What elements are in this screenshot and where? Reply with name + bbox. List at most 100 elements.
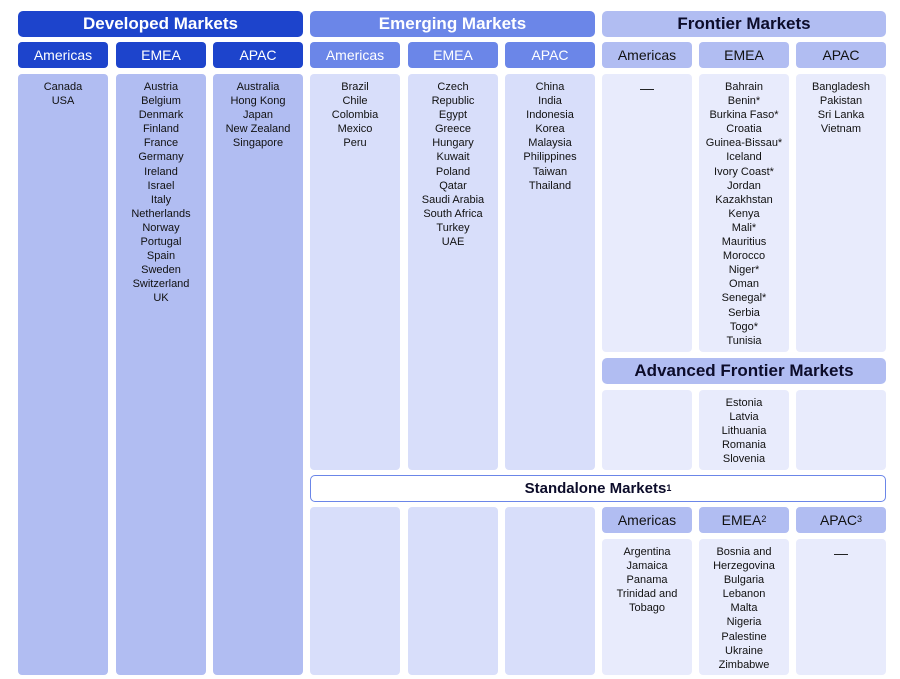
market-name: Benin* (727, 95, 761, 108)
frontier-markets-header: Frontier Markets (602, 11, 886, 37)
market-name: Kazakhstan (715, 193, 773, 206)
market-name: Bahrain (725, 81, 763, 93)
market-name: Chile (342, 95, 368, 108)
market-name: Taiwan (532, 165, 568, 178)
market-name: China (535, 81, 565, 93)
market-name: Mali* (731, 221, 757, 234)
market-name: Lithuania (721, 425, 767, 438)
advanced-frontier-americas-cell (602, 390, 692, 470)
market-name: Canada (43, 81, 83, 93)
market-name: Togo* (729, 320, 759, 333)
developed-apac-header: APAC (213, 42, 303, 68)
market-name: Tobago (628, 602, 666, 615)
frontier-apac-header: APAC (796, 42, 886, 68)
emerging-americas-header: Americas (310, 42, 400, 68)
frontier-americas-header: Americas (602, 42, 692, 68)
developed-markets-header: Developed Markets (18, 11, 303, 37)
market-name: Denmark (138, 109, 184, 122)
market-name: Pakistan (819, 95, 863, 108)
market-name: Germany (138, 151, 184, 164)
market-name: Malaysia (528, 137, 572, 150)
market-name: Guinea-Bissau* (705, 137, 783, 150)
market-name: Bulgaria (723, 574, 765, 587)
standalone-empty-cell (505, 507, 595, 675)
market-name: Croatia (726, 123, 762, 136)
market-name: Palestine (721, 630, 767, 643)
market-name: Japan (243, 109, 273, 122)
market-name: Indonesia (526, 109, 574, 122)
market-name: Panama (626, 574, 668, 587)
market-name: New Zealand (225, 123, 291, 136)
market-name: Latvia (729, 411, 759, 424)
market-name: Korea (535, 123, 565, 136)
market-name: Finland (142, 123, 180, 136)
market-name: Spain (146, 250, 176, 263)
standalone-title: Standalone Markets (524, 480, 667, 497)
market-name: Burkina Faso* (709, 109, 779, 122)
market-name: France (143, 137, 179, 150)
market-name: Peru (343, 137, 367, 150)
market-name: Australia (236, 81, 280, 93)
market-name: Argentina (623, 546, 671, 558)
market-name: Turkey (436, 221, 470, 234)
market-name: Tunisia (726, 334, 762, 347)
standalone-apac-cell: — (796, 539, 886, 675)
developed-americas-header: Americas (18, 42, 108, 68)
market-name: Iceland (726, 151, 762, 164)
market-name: Kenya (728, 207, 760, 220)
market-name: Malta (730, 602, 758, 615)
market-name: Lebanon (722, 588, 766, 601)
market-name: Nigeria (726, 616, 762, 629)
market-name: Zimbabwe (718, 658, 770, 671)
market-name: Czech (437, 81, 469, 93)
frontier-americas-cell: — (602, 74, 692, 352)
market-name: Ukraine (725, 644, 763, 657)
emerging-emea-header: EMEA (408, 42, 498, 68)
market-name: Jamaica (626, 560, 668, 573)
market-name: Mauritius (721, 236, 767, 249)
market-name: Niger* (728, 264, 760, 277)
market-name: UAE (441, 236, 465, 249)
standalone-empty-cell (310, 507, 400, 675)
market-name: Thailand (528, 179, 572, 192)
market-name: Kuwait (436, 151, 470, 164)
market-name: Romania (721, 439, 767, 452)
market-name: Hong Kong (230, 95, 286, 108)
market-name: Belgium (141, 95, 181, 108)
market-name: Senegal* (721, 292, 767, 305)
frontier-emea-header: EMEA (699, 42, 789, 68)
empty-dash: — (640, 80, 654, 96)
market-name: Qatar (439, 179, 467, 192)
market-name: India (538, 95, 562, 108)
developed-emea-header: EMEA (116, 42, 206, 68)
market-name: Oman (729, 278, 759, 291)
market-name: Netherlands (131, 207, 191, 220)
market-name: Bangladesh (811, 81, 871, 93)
market-name: Sri Lanka (817, 109, 865, 122)
market-name: Bosnia and (716, 546, 772, 558)
market-name: Estonia (725, 397, 763, 409)
market-name: Morocco (722, 250, 766, 263)
market-name: Herzegovina (713, 560, 775, 573)
market-name: Israel (147, 179, 175, 192)
market-name: Singapore (232, 137, 284, 150)
market-name: Sweden (141, 264, 181, 277)
standalone-americas-header: Americas (602, 507, 692, 533)
market-name: Ireland (144, 165, 178, 178)
market-name: Hungary (432, 137, 474, 150)
market-name: Serbia (728, 306, 760, 319)
market-name: Switzerland (132, 278, 190, 291)
market-name: Slovenia (722, 453, 766, 466)
emerging-apac-header: APAC (505, 42, 595, 68)
